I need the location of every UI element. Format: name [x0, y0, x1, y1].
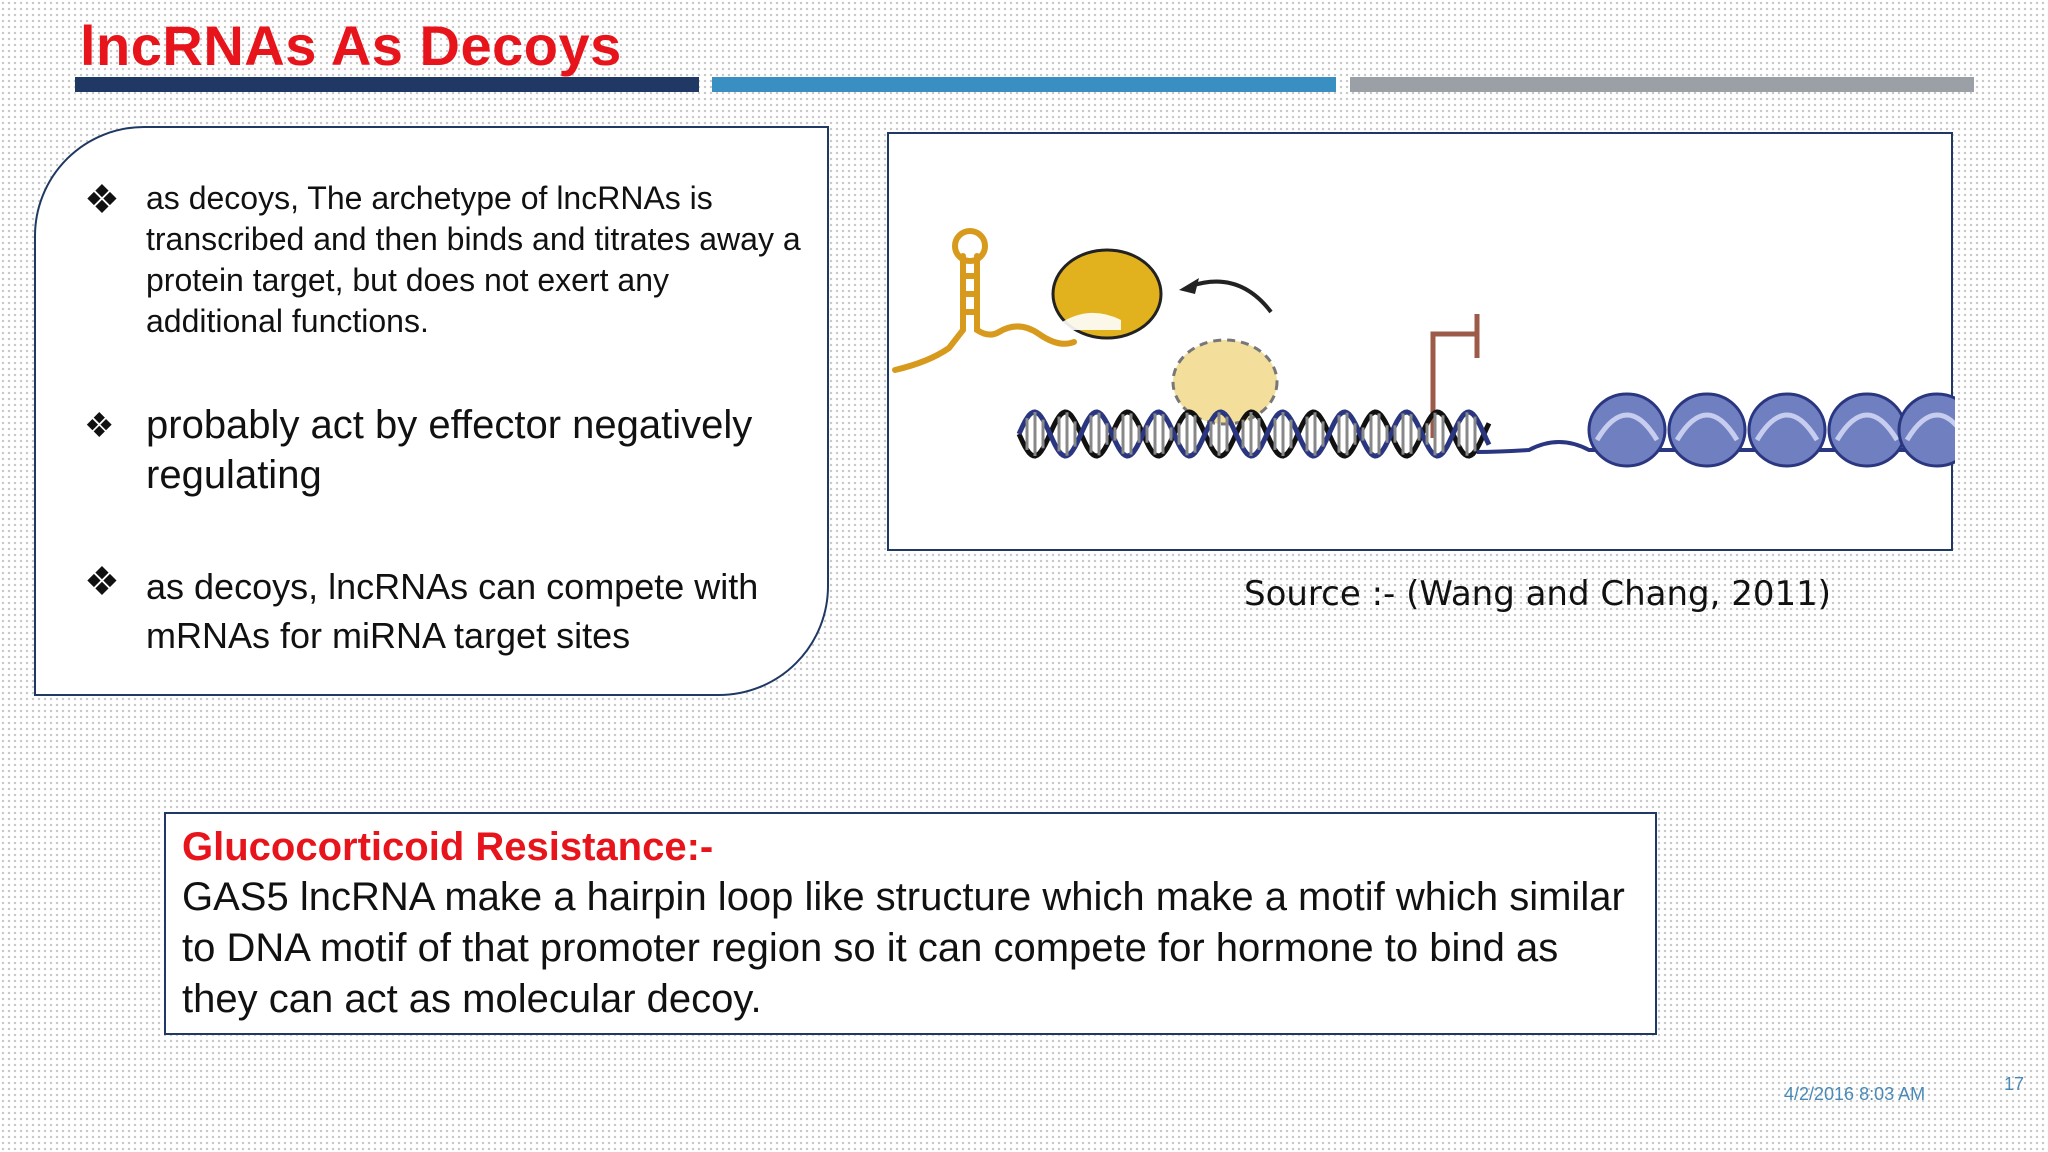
release-arrow	[1190, 279, 1273, 314]
nucleosome	[1827, 392, 1907, 468]
bullet-item: ❖ as decoys, The archetype of lncRNAs is…	[84, 178, 804, 342]
decoy-mechanism-figure	[887, 132, 1955, 551]
nucleosome	[1667, 392, 1747, 468]
slide-title: lncRNAs As Decoys	[80, 14, 622, 77]
title-underline-navy	[75, 77, 699, 92]
dna-helix	[1016, 409, 1492, 459]
decoy-diagram	[892, 228, 1955, 468]
nucleosome-array	[1587, 392, 1955, 468]
bullet-box: ❖ as decoys, The archetype of lncRNAs is…	[34, 126, 829, 696]
bullet-text: as decoys, lncRNAs can compete with mRNA…	[146, 566, 759, 656]
glucocorticoid-box: Glucocorticoid Resistance:- GAS5 lncRNA …	[164, 812, 1657, 1035]
promoter-marker	[1430, 314, 1480, 438]
bullet-text: probably act by effector negatively regu…	[146, 403, 753, 497]
title-underline-gray	[1350, 77, 1974, 92]
nucleosome	[1587, 392, 1667, 468]
diamond-bullet-icon: ❖	[84, 407, 115, 445]
bullet-text: as decoys, The archetype of lncRNAs is t…	[146, 180, 801, 339]
nucleosome	[1747, 392, 1827, 468]
figure-source: Source :- (Wang and Chang, 2011)	[1244, 574, 1832, 614]
diamond-bullet-icon: ❖	[84, 178, 120, 222]
bullet-item: ❖ as decoys, lncRNAs can compete with mR…	[84, 562, 804, 660]
slide-number: 17	[2004, 1074, 2025, 1094]
gluco-body: GAS5 lncRNA make a hairpin loop like str…	[182, 875, 1625, 1021]
slide-date: 4/2/2016 8:03 AM	[1784, 1084, 1926, 1104]
protein-displaced	[1171, 338, 1279, 426]
bullet-item: ❖ probably act by effector negatively re…	[84, 400, 804, 500]
gluco-heading: Glucocorticoid Resistance:-	[182, 825, 714, 869]
diamond-bullet-icon: ❖	[84, 560, 120, 604]
title-underline-blue	[712, 77, 1336, 92]
nucleosome	[1897, 392, 1955, 468]
lncrna-hairpin	[892, 228, 1077, 373]
